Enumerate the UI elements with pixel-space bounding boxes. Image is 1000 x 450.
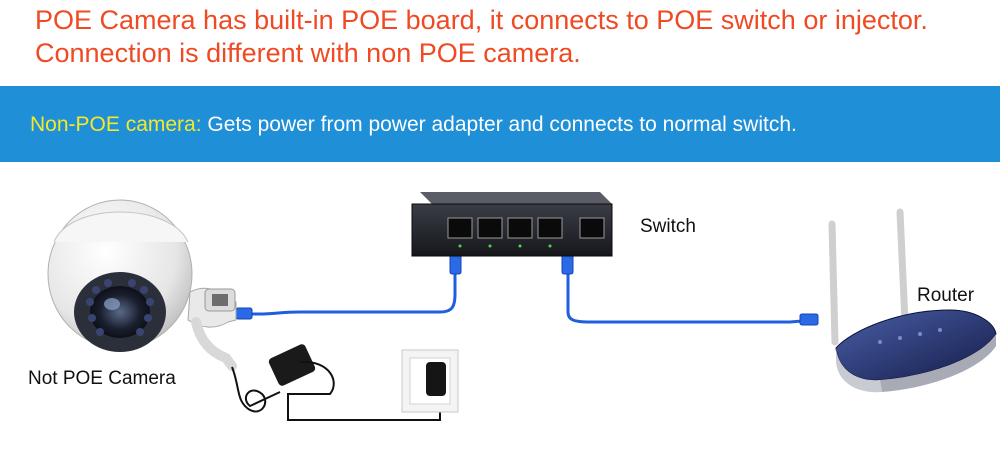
switch-port-3 (507, 217, 533, 239)
dome-camera-icon (47, 199, 237, 371)
power-adapter-icon (231, 344, 459, 421)
rj45-plugs (235, 253, 819, 326)
switch-port-1 (447, 217, 473, 239)
banner-description: Gets power from power adapter and connec… (201, 113, 797, 136)
banner-highlight: Non-POE camera: (30, 113, 202, 136)
wifi-router-icon (828, 208, 997, 393)
ethernet-cables (238, 272, 816, 324)
banner-text: Non-POE camera: Gets power from power ad… (30, 113, 797, 137)
plug-camera-end (235, 307, 253, 320)
plug-switch-left (449, 253, 462, 275)
router-label: Router (917, 285, 975, 306)
switch-label: Switch (640, 216, 696, 237)
connection-diagram (47, 192, 997, 421)
plug-switch-right (561, 253, 574, 275)
switch-port-uplink (579, 217, 605, 239)
network-switch-icon (411, 192, 613, 257)
plug-router-end (799, 313, 819, 326)
cable-switch-to-router (566, 272, 816, 324)
switch-port-2 (477, 217, 503, 239)
headline: POE Camera has built-in POE board, it co… (35, 5, 928, 68)
cable-camera-to-switch (238, 272, 457, 316)
switch-port-4 (537, 217, 563, 239)
banner: Non-POE camera: Gets power from power ad… (0, 86, 1000, 162)
camera-label: Not POE Camera (28, 368, 176, 389)
